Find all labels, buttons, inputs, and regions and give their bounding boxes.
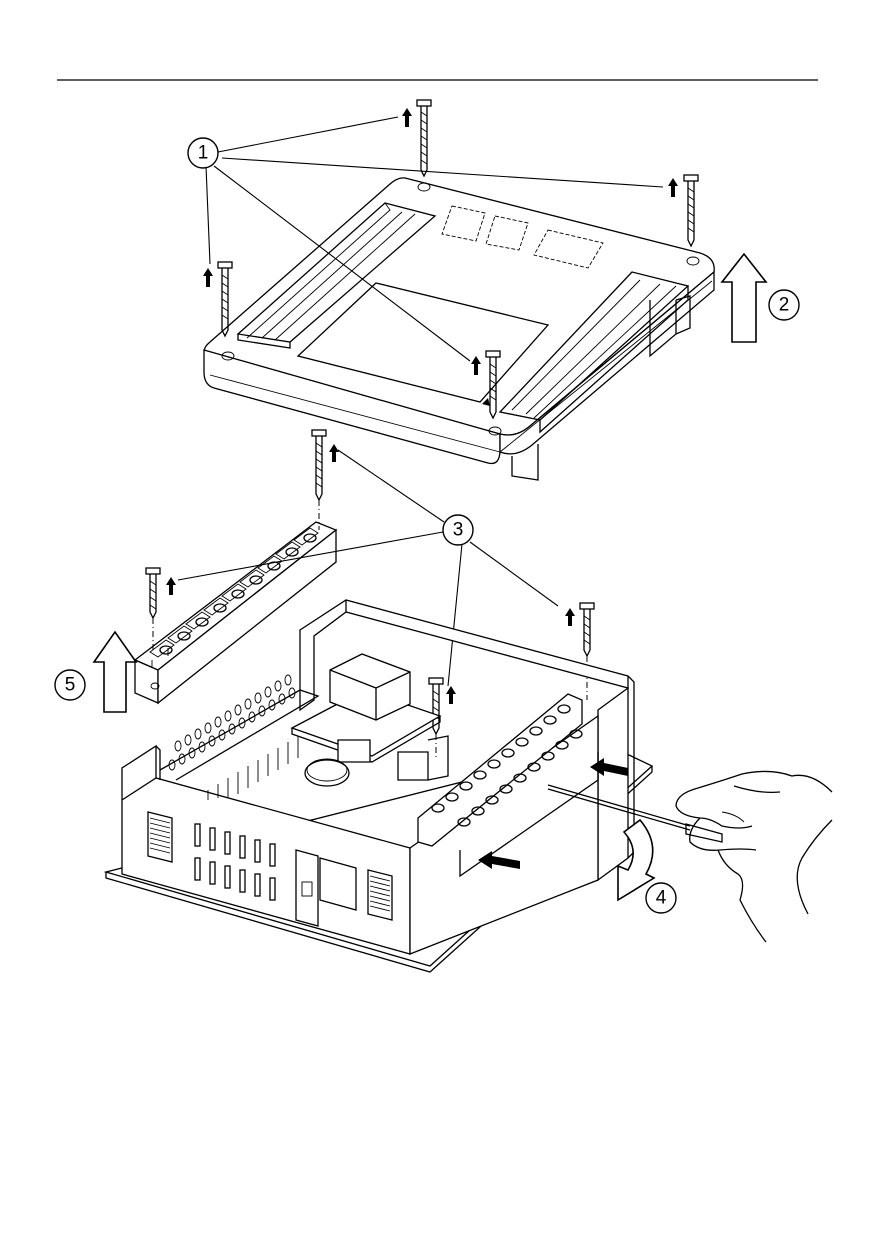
callout-2: 2 [768,289,800,321]
base-housing [103,599,654,973]
strip-screw-4 [565,602,595,700]
top-cover [203,177,715,481]
strip-screw-1 [311,429,339,530]
callout-1-leaders [205,116,664,362]
cover-screw-4 [471,350,501,420]
svg-text:4: 4 [656,888,667,909]
svg-text:5: 5 [65,675,76,696]
callout-1: 1 [187,137,219,169]
lift-arrow-2 [720,252,768,343]
strip-screw-2 [145,567,176,652]
cover-screw-1 [402,99,432,178]
svg-text:2: 2 [779,295,790,316]
callout-4: 4 [645,882,677,914]
svg-text:3: 3 [453,520,464,541]
hand-with-screwdriver [547,770,833,943]
rotate-arrow-4 [617,818,656,902]
cover-screw-2 [668,174,699,248]
callout-3-leaders [177,449,559,687]
svg-text:1: 1 [198,143,209,164]
terminal-strip-removed [133,521,338,705]
callout-3: 3 [442,514,474,546]
cover-screw-3 [203,261,233,338]
callout-5: 5 [54,669,86,701]
lift-arrow-5 [92,630,138,713]
